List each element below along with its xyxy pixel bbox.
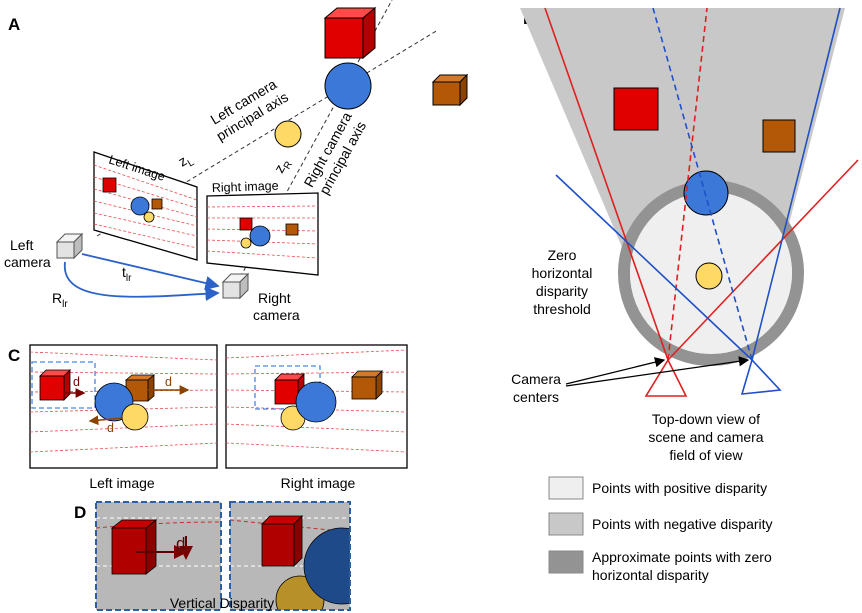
left-camera-label-2: camera bbox=[4, 254, 51, 270]
panel-c-d-label-1: d bbox=[73, 375, 80, 389]
zero-threshold-label: Zero horizontal disparity threshold bbox=[532, 247, 593, 317]
svg-text:Camera: Camera bbox=[511, 371, 561, 387]
rotation-arrow bbox=[64, 261, 220, 301]
panel-d-right-crop bbox=[230, 502, 350, 610]
svg-text:Top-down view of: Top-down view of bbox=[652, 411, 760, 427]
panel-c-d-label-3: d bbox=[107, 421, 114, 435]
panel-d-d-label: d bbox=[176, 534, 185, 553]
right-camera-label-1: Right bbox=[258, 290, 291, 306]
camera-center-arrow-left bbox=[565, 357, 666, 385]
legend-swatch-negative bbox=[548, 512, 584, 536]
translation-arrow bbox=[81, 253, 220, 291]
legend-label-negative: Points with negative disparity bbox=[592, 516, 773, 532]
panel-c: C d d bbox=[8, 344, 408, 491]
right-camera-label-2: camera bbox=[253, 307, 300, 323]
right-image-plane: Right image bbox=[206, 179, 319, 276]
panel-a-label: A bbox=[8, 15, 20, 34]
red-object-topdown bbox=[613, 87, 659, 131]
translation-label: tlr bbox=[122, 264, 132, 284]
legend-swatch-positive bbox=[548, 476, 584, 500]
rotation-label: Rlr bbox=[52, 290, 68, 310]
right-camera-cube bbox=[221, 272, 250, 300]
svg-text:zL: zL bbox=[175, 149, 196, 173]
panel-d-label: D bbox=[74, 503, 86, 522]
left-camera-cube bbox=[55, 232, 84, 260]
orange-cube-scene bbox=[431, 73, 469, 107]
svg-text:Zero: Zero bbox=[548, 247, 577, 263]
legend-label-positive: Points with positive disparity bbox=[592, 480, 767, 496]
panel-a: A Left camera principal axis Right camer… bbox=[4, 0, 469, 323]
left-camera-rays bbox=[544, 7, 859, 397]
legend-swatch-zero bbox=[548, 550, 584, 574]
right-camera-rays bbox=[555, 7, 841, 395]
panel-c-d-label-2: d bbox=[165, 375, 172, 389]
camera-centers-label: Camera centers bbox=[511, 371, 561, 405]
svg-text:zR: zR bbox=[271, 155, 295, 177]
svg-text:field of view: field of view bbox=[669, 447, 743, 463]
right-image-label: Right image bbox=[212, 179, 279, 195]
svg-text:threshold: threshold bbox=[533, 301, 591, 317]
yellow-object-topdown bbox=[695, 262, 723, 290]
red-cube-scene bbox=[323, 6, 377, 60]
orange-object-topdown bbox=[762, 119, 796, 153]
legend: Points with positive disparity Points wi… bbox=[548, 476, 773, 583]
topdown-caption: Top-down view of scene and camera field … bbox=[648, 411, 763, 463]
svg-text:centers: centers bbox=[513, 389, 559, 405]
panel-d: D d bbox=[74, 501, 351, 611]
z-right-label: zR bbox=[271, 155, 295, 177]
legend-label-zero-1: Approximate points with zero bbox=[592, 549, 772, 565]
left-image-plane: Left image bbox=[93, 151, 198, 261]
panel-c-label: C bbox=[8, 346, 20, 365]
svg-text:horizontal: horizontal bbox=[532, 265, 593, 281]
blue-object-topdown bbox=[683, 170, 729, 216]
legend-label-zero-2: horizontal disparity bbox=[592, 567, 709, 583]
panel-c-right-caption: Right image bbox=[281, 475, 356, 491]
left-camera-label-1: Left bbox=[10, 237, 33, 253]
svg-text:scene and camera: scene and camera bbox=[648, 429, 763, 445]
right-axis-label: Right camera principal axis bbox=[300, 109, 369, 197]
panel-c-left-caption: Left image bbox=[89, 475, 155, 491]
panel-d-left-crop bbox=[96, 502, 221, 610]
panel-d-caption: Vertical Disparity bbox=[170, 595, 274, 611]
panel-b: B Zero horizontal disp bbox=[511, 7, 859, 583]
yellow-sphere-scene bbox=[274, 120, 302, 148]
panel-c-right-image bbox=[225, 344, 408, 469]
camera-center-arrow-right bbox=[565, 356, 750, 387]
blue-sphere-scene bbox=[324, 62, 372, 110]
svg-text:disparity: disparity bbox=[536, 283, 588, 299]
z-left-label: zL bbox=[175, 149, 196, 173]
panel-c-left-image: d d d bbox=[29, 344, 218, 469]
